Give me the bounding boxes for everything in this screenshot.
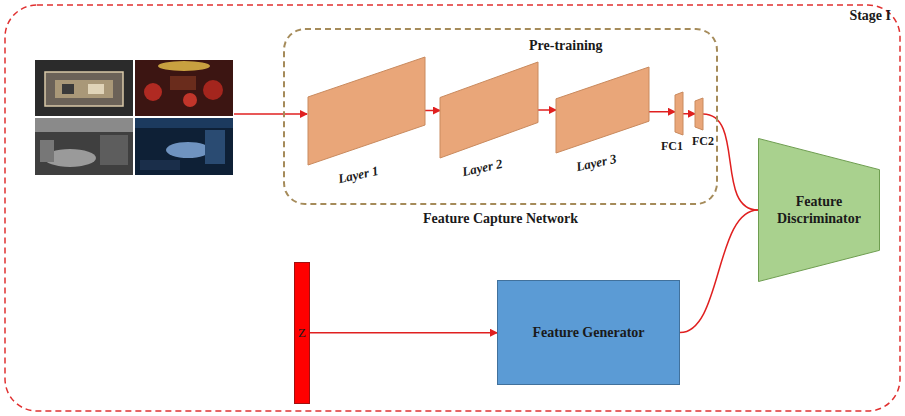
- connector: [538, 109, 556, 111]
- conv-layer: Layer 1: [308, 57, 425, 165]
- conv-layer-outline: [556, 67, 649, 153]
- node-label: FC2: [692, 134, 714, 149]
- fc-layer: FC1: [675, 92, 683, 135]
- conv-layer: Layer 3: [556, 67, 649, 153]
- node-label: FC1: [661, 139, 683, 154]
- connector: [425, 110, 440, 112]
- discriminator-trapezoid-outline: [758, 138, 880, 282]
- connector: [649, 111, 675, 113]
- connector: [310, 332, 497, 334]
- node-label: Layer 1: [337, 163, 380, 187]
- pretraining-group: Pre-trainingFeature Capture NetworkLayer…: [283, 28, 718, 205]
- conv-layer-outline: [308, 57, 425, 165]
- fc-layer-outline: [695, 98, 703, 130]
- photo-collage: [35, 60, 233, 175]
- node-label: Feature Discriminator: [771, 193, 867, 228]
- fc-layer-outline: [675, 92, 683, 135]
- node-label: Feature Generator: [532, 325, 644, 341]
- noise-vector: Z: [294, 262, 310, 404]
- node-label: Layer 3: [575, 151, 618, 175]
- discriminator-trapezoid: Feature Discriminator: [758, 138, 880, 282]
- connector: [703, 114, 758, 210]
- node-label: Pre-training: [529, 38, 603, 54]
- input-arrow: [234, 113, 307, 115]
- conv-layer-outline: [440, 62, 538, 158]
- node-label: Z: [298, 325, 306, 341]
- generator-box: Feature Generator: [497, 280, 680, 385]
- connector: [683, 113, 695, 115]
- connector: [680, 210, 758, 333]
- conv-layer: Layer 2: [440, 62, 538, 158]
- group-heading: Feature Capture Network: [423, 211, 578, 227]
- node-label: Stage I: [849, 8, 891, 24]
- node-label: Layer 2: [461, 156, 504, 180]
- fc-layer: FC2: [695, 98, 703, 130]
